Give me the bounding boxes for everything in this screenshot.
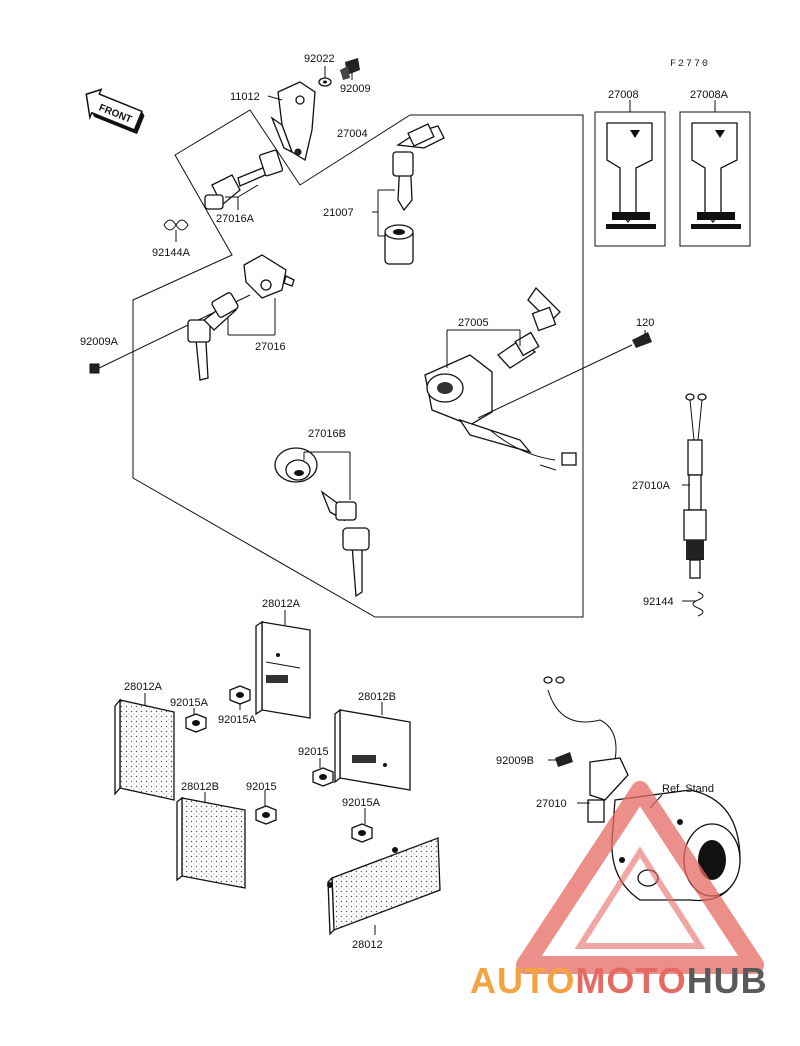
label-28012A-top: 28012A [262,598,301,610]
lock-27016B [274,447,318,483]
label-27016: 27016 [255,341,286,353]
lock-27016A [204,149,284,210]
label-92022: 92022 [304,53,335,65]
reflector-28012A-top [255,620,311,719]
screw-92009 [340,58,360,80]
label-92009A: 92009A [80,336,119,348]
watermark-part1: AUTO [470,960,576,1001]
label-11012: 11012 [230,91,260,103]
label-27016B: 27016B [308,428,346,440]
watermark-part2: MOTO [575,960,687,1001]
label-92015A-3: 92015A [342,797,381,809]
cover-11012 [270,81,316,162]
keys-27016B [320,490,370,598]
nut-92015A-3 [351,823,373,843]
label-92009B: 92009B [496,755,534,767]
label-92015-2: 92015 [246,781,277,793]
nut-92015-2 [255,805,277,825]
washer-92022 [318,77,332,87]
label-28012B-left: 28012B [181,781,219,793]
spring-92144A [163,219,189,231]
reflector-28012A-left [114,698,175,801]
ignition-switch-27005 [424,354,577,471]
label-28012A-left: 28012A [124,681,163,693]
screw-92009A [89,363,100,374]
screw-120 [632,332,652,348]
nut-92015-1 [312,767,334,787]
label-92144A: 92144A [152,247,191,259]
label-ref-stand: Ref. Stand [662,783,714,795]
cap-27016 [243,254,295,299]
cylinder-21007 [384,224,414,265]
reflector-28012 [327,837,441,936]
spring-92144 [692,591,704,617]
screw-92009B [555,752,573,767]
label-92009: 92009 [340,83,371,95]
label-92015A-2: 92015A [218,714,257,726]
label-28012B-right: 28012B [358,691,396,703]
label-92144: 92144 [643,596,674,608]
reflector-28012B-left [176,796,246,889]
ref-stand [611,789,741,902]
nut-92015A-2 [185,713,207,733]
watermark-text: AUTOMOTOHUB [470,960,768,1002]
label-27016A: 27016A [216,213,255,225]
nut-92015A-1 [229,685,251,705]
key-27008A [679,111,751,247]
kit-outline [132,109,584,618]
label-27008A: 27008A [690,89,729,101]
reflector-28012B-right [334,708,411,791]
label-27008: 27008 [608,89,639,101]
key-21007 [392,123,445,212]
label-92015-1: 92015 [298,746,329,758]
label-28012: 28012 [352,939,383,951]
label-27004: 27004 [337,128,368,140]
label-21007: 21007 [323,207,354,219]
label-92015A-1: 92015A [170,697,209,709]
front-arrow-icon: FRONT [85,88,145,135]
label-120: 120 [636,317,654,329]
watermark-part3: HUB [686,960,768,1001]
label-27010A: 27010A [632,480,671,492]
figure-code: F2770 [670,59,710,70]
label-27010: 27010 [536,798,567,810]
key-27008 [594,111,666,247]
key-27016 [187,292,239,381]
switch-27010A [683,393,707,579]
key-27005 [497,286,561,369]
leader-lines [144,66,716,935]
label-27005: 27005 [458,317,489,329]
